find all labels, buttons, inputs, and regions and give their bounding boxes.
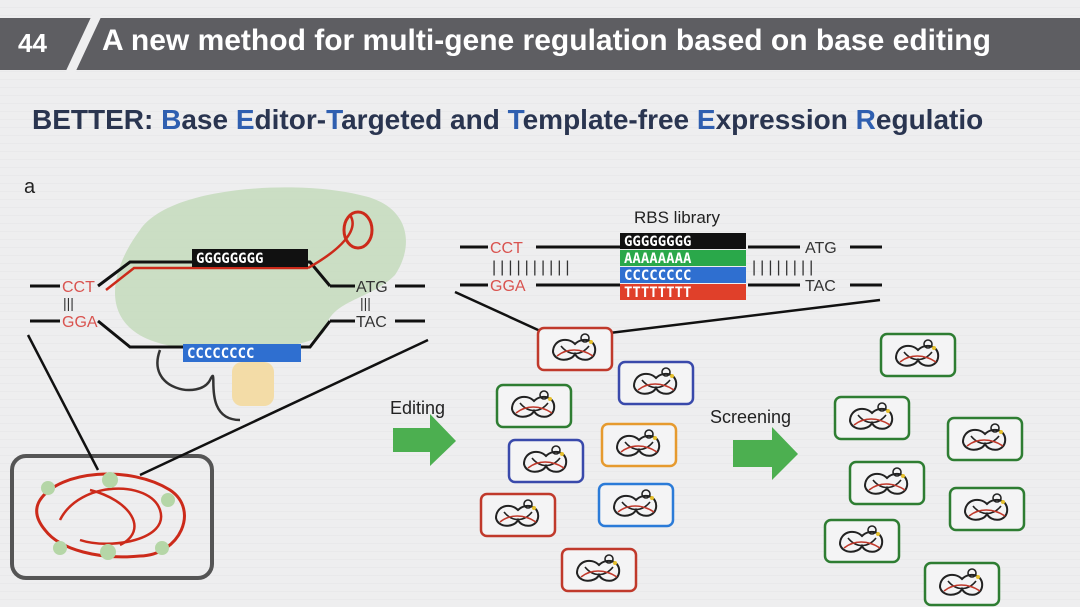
rbs-bottom-left-seq: GGA bbox=[490, 278, 526, 295]
subtitle-part: argeted and bbox=[341, 104, 508, 135]
screened-variant-box bbox=[946, 416, 1024, 462]
left-right-ticks: ||| bbox=[360, 295, 371, 311]
left-top-seq: CCT bbox=[62, 279, 95, 296]
subtitle-part: R bbox=[855, 104, 876, 135]
rbs-bottom-right-seq: TAC bbox=[805, 278, 836, 295]
target-box bbox=[183, 344, 301, 362]
rbs-row-seq: TTTTTTTT bbox=[624, 285, 691, 301]
rbs-row-box bbox=[620, 267, 746, 283]
deaminase-domain bbox=[232, 362, 274, 406]
header-bar bbox=[0, 18, 1080, 70]
rbs-dna: CCT GGA |||||||||| |||||||| ATG TAC GGGG… bbox=[460, 233, 882, 301]
screened-variant-box bbox=[948, 486, 1026, 532]
screened-variant-box bbox=[833, 395, 911, 441]
editing-label: Editing bbox=[390, 398, 445, 418]
subtitle-part: ditor- bbox=[254, 104, 327, 135]
svg-text:||||||||: |||||||| bbox=[752, 259, 817, 276]
rbs-top-left-seq: CCT bbox=[490, 240, 523, 257]
subtitle-part: emplate-free bbox=[522, 104, 697, 135]
rbs-library-title: RBS library bbox=[634, 208, 720, 227]
edited-variant-box bbox=[597, 482, 675, 528]
edited-variant-box bbox=[536, 326, 614, 372]
left-bottom-seq: GGA bbox=[62, 314, 98, 331]
rbs-row-seq: CCCCCCCC bbox=[624, 268, 691, 284]
rbs-row-seq: AAAAAAAA bbox=[624, 251, 692, 267]
slide-title: A new method for multi-gene regulation b… bbox=[102, 24, 991, 57]
subtitle: BETTER: Base Editor-Targeted and Templat… bbox=[32, 104, 983, 136]
guide-box bbox=[192, 249, 308, 267]
panel-label: a bbox=[24, 176, 36, 198]
genome-plasmid bbox=[35, 472, 186, 560]
subtitle-part: xpression bbox=[715, 104, 856, 135]
slide-number: 44 bbox=[18, 28, 47, 58]
edited-variant-box bbox=[600, 422, 678, 468]
edited-variant-box bbox=[479, 492, 557, 538]
screening-arrow bbox=[733, 427, 798, 480]
screened-variant-box bbox=[848, 460, 926, 506]
subtitle-part: T bbox=[507, 104, 523, 135]
edited-variant-box bbox=[495, 383, 573, 429]
rbs-top-right-seq: ATG bbox=[805, 240, 837, 257]
edited-variant-box bbox=[507, 438, 585, 484]
target-seq: CCCCCCCC bbox=[187, 346, 254, 362]
left-dna: CCT GGA ||| ATG TAC ||| GGGGGGGG CCCCCCC… bbox=[30, 210, 425, 422]
subtitle-part: B bbox=[161, 104, 182, 135]
editing-arrow bbox=[393, 414, 456, 466]
subtitle-part: E bbox=[696, 104, 716, 135]
edited-variant-box bbox=[560, 547, 638, 593]
rbs-row-seq: GGGGGGGG bbox=[624, 234, 691, 250]
subtitle-part: BETTER: bbox=[32, 104, 162, 135]
subtitle-part: egulatio bbox=[875, 104, 984, 135]
subtitle-part: E bbox=[235, 104, 255, 135]
left-ticks: ||| bbox=[63, 295, 74, 311]
screening-label: Screening bbox=[710, 407, 791, 427]
rbs-row-box bbox=[620, 284, 746, 300]
screened-variant-box bbox=[923, 561, 1001, 607]
edited-variant-box bbox=[617, 360, 695, 406]
left-bottom-right-seq: TAC bbox=[356, 314, 387, 331]
subtitle-part: ase bbox=[181, 104, 236, 135]
subtitle-part: T bbox=[326, 104, 342, 135]
rbs-row-box bbox=[620, 233, 746, 249]
cell-box bbox=[10, 454, 214, 580]
guide-seq: GGGGGGGG bbox=[196, 251, 263, 267]
screened-variant-box bbox=[823, 518, 901, 564]
svg-text:||||||||||: |||||||||| bbox=[492, 259, 574, 276]
left-top-right-seq: ATG bbox=[356, 279, 388, 296]
rbs-row-box bbox=[620, 250, 746, 266]
screened-variant-box bbox=[879, 332, 957, 378]
